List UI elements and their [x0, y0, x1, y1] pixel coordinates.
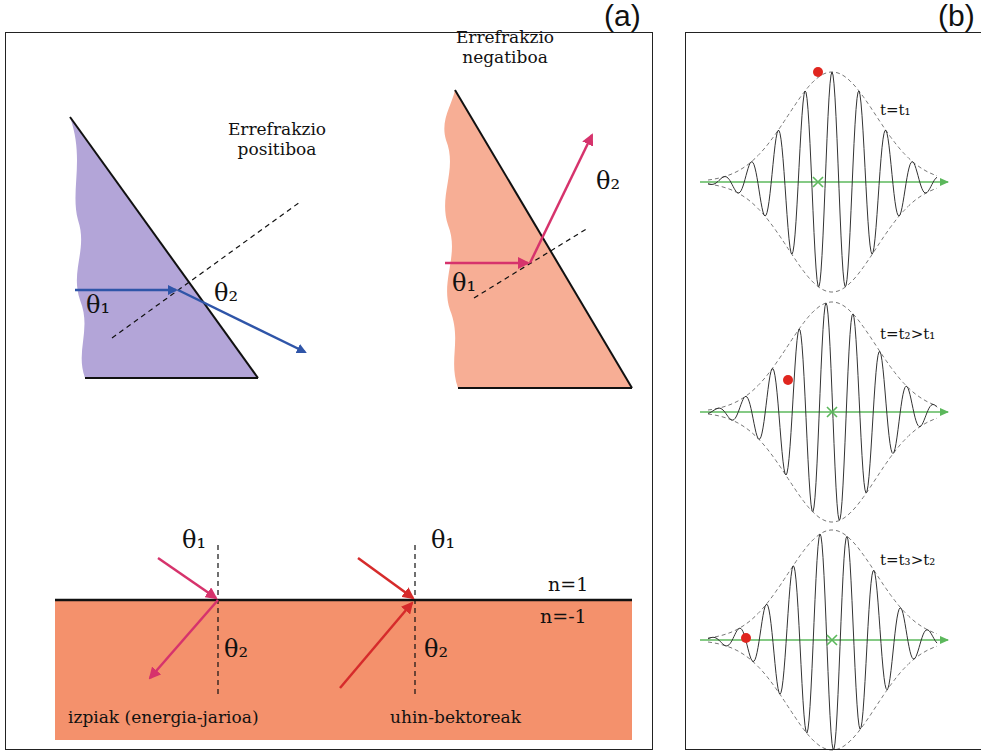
- wave-packets: [700, 67, 948, 750]
- index-label: n=1: [548, 574, 588, 596]
- phase-dot: [741, 633, 751, 643]
- angle-label: θ₁: [86, 292, 110, 320]
- ray: [530, 135, 592, 263]
- ray: [178, 290, 305, 352]
- prism-edge: [455, 90, 632, 388]
- angle-label: θ₂: [596, 168, 620, 196]
- wave-vector: [358, 558, 413, 598]
- axis-arrow: [700, 639, 948, 641]
- carrier-wave: [708, 303, 937, 520]
- panel: (a): [5, 32, 653, 750]
- ray: [75, 289, 176, 292]
- center-mark: [813, 177, 823, 187]
- envelope: [708, 414, 937, 522]
- prism-negative: [444, 90, 632, 388]
- ray: [158, 558, 216, 598]
- carrier-wave: [708, 534, 937, 749]
- axis-arrow: [700, 411, 948, 413]
- angle-label: θ₁: [452, 270, 476, 298]
- ray: [445, 262, 528, 265]
- interface: [55, 599, 632, 602]
- time-label: t=t₂>t₁: [880, 326, 935, 343]
- prism-base: [458, 387, 632, 389]
- time-label: t=t₃>t₂: [880, 552, 935, 569]
- caption-text: Errefrakzio negatiboa: [450, 28, 560, 67]
- prism-edge: [70, 117, 258, 378]
- center-mark: [827, 407, 837, 417]
- normal-line: [112, 202, 300, 338]
- wave-vector: [340, 603, 412, 688]
- carrier-wave: [708, 72, 937, 287]
- phase-dot: [783, 375, 793, 385]
- angle-label: θ₂: [424, 636, 448, 664]
- axis-arrow: [700, 181, 948, 183]
- time-label: t=t₁: [880, 102, 911, 119]
- index-label: n=-1: [540, 606, 587, 628]
- panel-heading: (b): [938, 0, 975, 33]
- angle-label: θ₁: [182, 527, 206, 555]
- prism-base: [85, 377, 258, 379]
- center-mark: [827, 635, 837, 645]
- angle-label: θ₂: [224, 636, 248, 664]
- angle-label: θ₂: [214, 280, 238, 308]
- normal-line: [414, 545, 415, 695]
- caption-text: izpiak (energia-jarioa): [68, 708, 259, 728]
- negative-medium: [55, 600, 632, 740]
- envelope: [708, 642, 937, 750]
- angle-label: θ₁: [431, 527, 455, 555]
- panel-heading: (a): [604, 0, 641, 33]
- panel: (b): [685, 32, 981, 750]
- phase-dot: [813, 67, 823, 77]
- caption-text: Errefrakzio positiboa: [222, 120, 332, 159]
- ray: [150, 600, 218, 678]
- envelope: [708, 72, 937, 180]
- caption-text: uhin-bektoreak: [390, 708, 521, 728]
- normal-line: [217, 545, 218, 695]
- prism-positive: [70, 117, 258, 378]
